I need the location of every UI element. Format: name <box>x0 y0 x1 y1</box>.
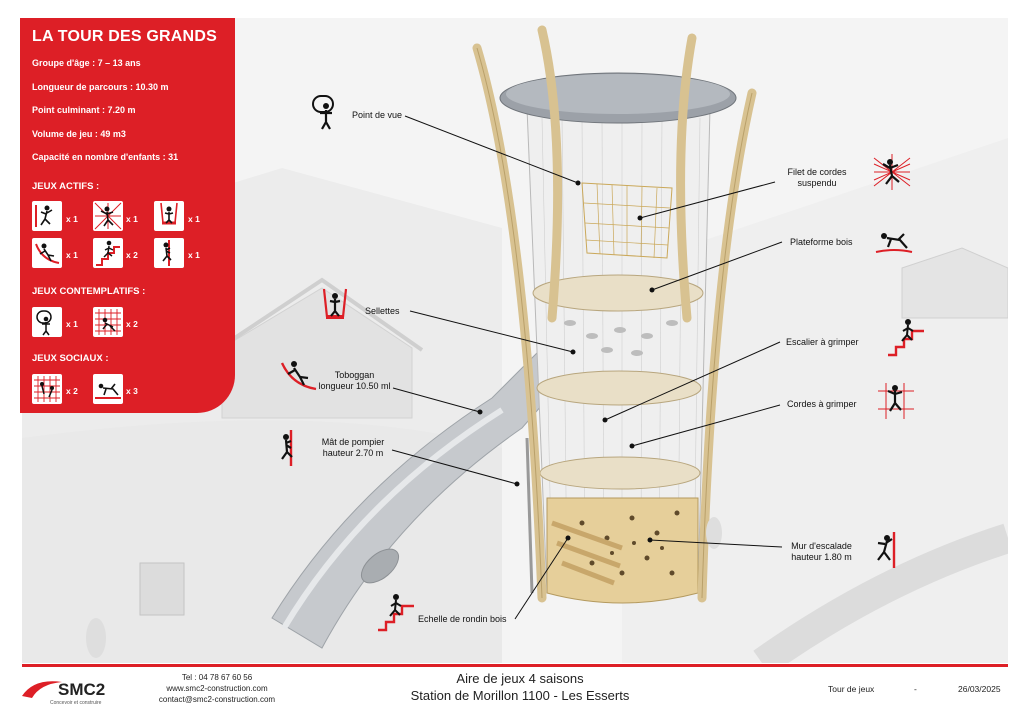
logo-subtitle: Concevoir et construire <box>50 700 102 706</box>
project-title: Aire de jeux 4 saisons Station de Morill… <box>380 670 660 704</box>
label-escalier: Escalier à grimper <box>786 337 859 347</box>
contact-website[interactable]: www.smc2-construction.com <box>166 684 268 693</box>
pole-icon <box>269 428 309 468</box>
contact-block: Tel : 04 78 67 60 56 www.smc2-constructi… <box>152 672 282 705</box>
spec-course-length: Longueur de parcours : 10.30 m <box>32 82 169 92</box>
net-climb-icon <box>93 201 123 231</box>
pole-icon <box>154 238 184 268</box>
count-net: x 2 <box>126 319 138 329</box>
spec-capacity: Capacité en nombre d'enfants : 31 <box>32 152 179 162</box>
net-climb-icon <box>872 152 912 192</box>
contact-email[interactable]: contact@smc2-construction.com <box>158 695 276 704</box>
viewpoint-icon <box>306 92 346 132</box>
footer-dash: - <box>914 684 917 694</box>
playground-rendering <box>22 18 1008 663</box>
footer-divider <box>22 664 1008 667</box>
label-mur-line1: Mur d'escalade <box>791 541 852 551</box>
spec-highest-point: Point culminant : 7.20 m <box>32 105 136 115</box>
footer: SMC2 Concevoir et construire Tel : 04 78… <box>0 664 1024 714</box>
net-climb-icon <box>876 381 916 421</box>
document-date: 26/03/2025 <box>958 684 1001 694</box>
count-swing-seat: x 1 <box>188 214 200 224</box>
label-toboggan-line1: Toboggan <box>334 370 375 380</box>
label-echelle: Echelle de rondin bois <box>418 614 507 624</box>
section-active-games: JEUX ACTIFS : <box>32 181 100 192</box>
label-cordes: Cordes à grimper <box>787 399 857 409</box>
net-icon <box>93 307 123 337</box>
count-net-group: x 2 <box>66 386 78 396</box>
stairs-icon <box>886 317 926 357</box>
climbing-icon <box>866 530 906 570</box>
section-social-games: JEUX SOCIAUX : <box>32 353 109 364</box>
section-contemplative-games: JEUX CONTEMPLATIFS : <box>32 286 146 297</box>
document-type: Tour de jeux <box>828 684 875 694</box>
spec-age-group: Groupe d'âge : 7 – 13 ans <box>32 58 141 68</box>
spec-play-volume: Volume de jeu : 49 m3 <box>32 129 126 139</box>
label-filet-line1: Filet de cordes <box>787 167 847 177</box>
label-filet-cordes: Filet de cordes suspendu <box>782 167 852 189</box>
project-line2: Station de Morillon 1100 - Les Esserts <box>410 688 630 703</box>
stairs-icon <box>93 238 123 268</box>
net-group-icon <box>32 374 62 404</box>
label-mat-line1: Mât de pompier <box>321 437 385 447</box>
count-net-climb: x 1 <box>126 214 138 224</box>
climbing-icon <box>32 201 62 231</box>
slide-icon <box>32 238 62 268</box>
label-toboggan-line2: longueur 10.50 ml <box>318 381 391 391</box>
stairs-icon <box>376 592 416 632</box>
label-mat-line2: hauteur 2.70 m <box>322 448 384 458</box>
count-slide: x 1 <box>66 250 78 260</box>
logo-text: SMC2 <box>58 680 106 699</box>
count-pole: x 1 <box>188 250 200 260</box>
company-logo: SMC2 Concevoir et construire <box>20 674 140 710</box>
project-line1: Aire de jeux 4 saisons <box>456 671 584 686</box>
count-crawl: x 3 <box>126 386 138 396</box>
label-sellettes: Sellettes <box>365 306 400 316</box>
info-panel: LA TOUR DES GRANDS Groupe d'âge : 7 – 13… <box>20 18 235 413</box>
label-mat-pompier: Mât de pompier hauteur 2.70 m <box>308 437 398 459</box>
label-filet-line2: suspendu <box>797 178 837 188</box>
swing-seat-icon <box>154 201 184 231</box>
viewpoint-icon <box>32 307 62 337</box>
crawl-icon <box>93 374 123 404</box>
label-mur-line2: hauteur 1.80 m <box>791 552 852 562</box>
panel-title: LA TOUR DES GRANDS <box>32 28 217 45</box>
slide-icon <box>278 355 318 395</box>
label-plateforme: Plateforme bois <box>790 237 853 247</box>
label-point-de-vue: Point de vue <box>352 110 403 120</box>
count-viewpoint: x 1 <box>66 319 78 329</box>
contact-phone: Tel : 04 78 67 60 56 <box>181 673 253 682</box>
count-climbing: x 1 <box>66 214 78 224</box>
count-stairs: x 2 <box>126 250 138 260</box>
crawl-icon <box>874 222 914 262</box>
label-mur-escalade: Mur d'escalade hauteur 1.80 m <box>784 541 859 563</box>
swing-seat-icon <box>316 287 356 327</box>
label-toboggan: Toboggan longueur 10.50 ml <box>307 370 402 392</box>
